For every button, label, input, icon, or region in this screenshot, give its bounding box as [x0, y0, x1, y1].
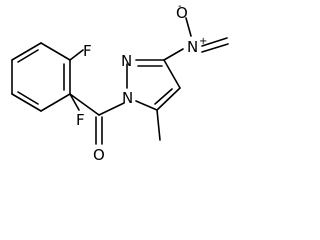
atom-nitrogen-ring-top: N [121, 52, 132, 70]
bond-c3-c4 [163, 59, 181, 89]
atom-fluorine-bottom: F [76, 111, 85, 129]
bond-benzene-4 [11, 93, 42, 112]
bond-n-o-right-1 [201, 37, 228, 47]
bond-c4-c5-b [154, 88, 173, 105]
bond-aryl-carbonyl [69, 93, 100, 116]
structure-drawing: F F N N N + O - O [11, 1, 229, 164]
bond-n-o-top [185, 17, 192, 37]
molecule-canvas: F F N N N + O - O [11, 1, 229, 164]
charge-nitro-n: + [199, 36, 207, 47]
bond-c-f-bottom [69, 93, 80, 111]
atom-nitrogen-nitro: N [187, 38, 198, 56]
benzene-ring [11, 42, 71, 112]
bond-c4-c5-a [156, 87, 181, 111]
bond-benzene-2 [11, 42, 42, 61]
charge-oxygen-top: - [178, 1, 182, 12]
bond-c5-n1 [135, 100, 158, 111]
bond-benzene-double-b [17, 91, 39, 105]
bond-benzene-5 [40, 93, 71, 112]
bond-carbonyl-n [98, 102, 125, 116]
atom-nitrogen-ring-bottom: N [122, 89, 133, 107]
bond-c5-methyl [156, 109, 161, 141]
atom-oxygen-top: O [176, 4, 188, 22]
bond-benzene-1 [40, 42, 71, 61]
atom-fluorine-top: F [83, 42, 92, 60]
bond-n-o-right-2 [201, 43, 229, 53]
atom-oxygen-carbonyl: O [93, 146, 105, 164]
bond-c3-n-nitro [163, 48, 184, 61]
bond-c-f-top [69, 49, 84, 61]
bond-benzene-double-a [17, 49, 39, 63]
pyrazole-ring [126, 59, 181, 111]
